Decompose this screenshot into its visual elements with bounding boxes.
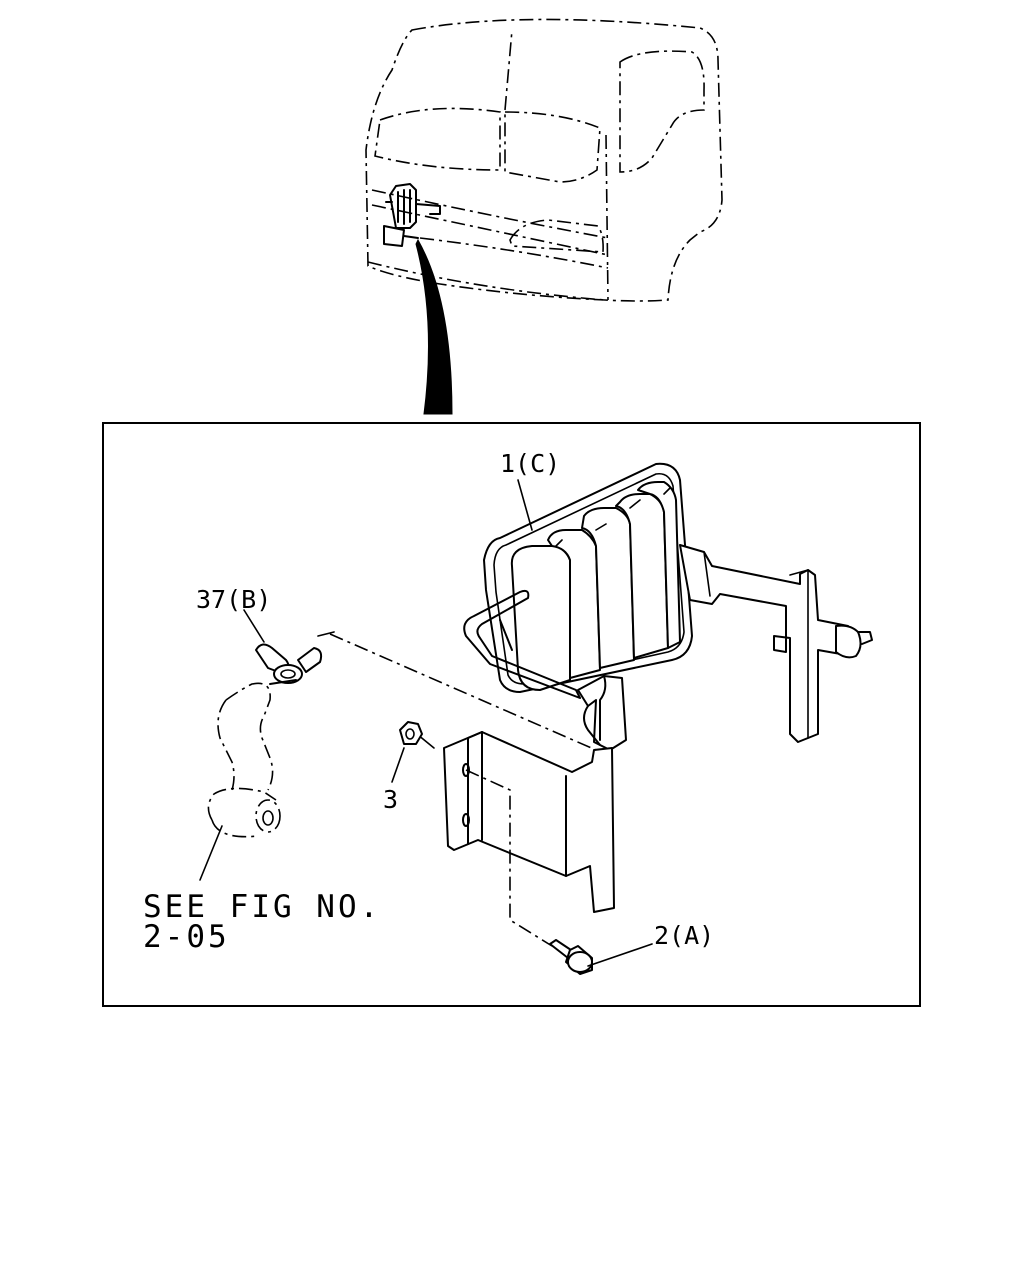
bolt (549, 939, 593, 975)
callout-part-3: 3 (383, 785, 398, 814)
hose-phantom (207, 682, 281, 838)
mounting-bracket (443, 731, 615, 913)
see-fig-reference-line2: 2-05 (143, 919, 230, 955)
callout-part-2: 2(A) (654, 921, 714, 950)
canister-assembly (463, 462, 873, 751)
truck-cab-overview (365, 18, 723, 302)
hose-clamp (255, 643, 323, 685)
callout-part-37: 37(B) (196, 585, 271, 614)
nut (399, 721, 423, 745)
callout-part-1: 1(C) (500, 449, 560, 478)
detail-frame (102, 422, 921, 1007)
detail-pointer (415, 238, 453, 415)
see-fig-reference-line1: SEE FIG NO. (143, 889, 381, 925)
leader-lines (199, 479, 653, 967)
